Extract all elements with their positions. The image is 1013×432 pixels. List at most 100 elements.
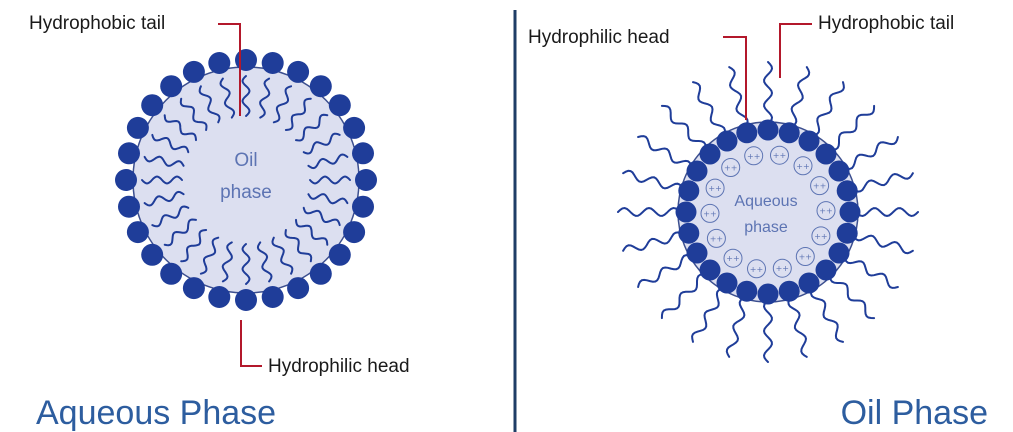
hydrophilic-head (717, 131, 738, 152)
hydrophobic-tail (662, 106, 706, 150)
hydrophobic-tail (764, 300, 772, 362)
ion-symbol: ++ (747, 152, 760, 161)
hydrophilic-head (687, 161, 708, 182)
hydrophobic-tail-label: Hydrophobic tail (818, 13, 954, 34)
hydrophilic-head (352, 142, 374, 164)
hydrophobic-tail (692, 288, 724, 342)
ion-symbol: ++ (814, 232, 827, 241)
hydrophobic-tail (662, 274, 706, 318)
hydrophilic-head (115, 169, 137, 191)
hydrophilic-head (160, 263, 182, 285)
aqueous-phase-title: Aqueous Phase (36, 394, 276, 432)
hydrophilic-head (799, 131, 820, 152)
hydrophobic-tail (764, 62, 772, 124)
reverse-micelle: ++ ++ ++ ++ ++ ++ ++ ++ ++ ++ ++ ++ ++ ++ Aqueous pha… (618, 62, 918, 362)
hydrophobic-tail (788, 297, 806, 357)
oil-core (133, 67, 359, 293)
hydrophilic-head (736, 122, 757, 143)
hydrophilic-head (235, 49, 257, 71)
head-leader-line (723, 37, 746, 120)
hydrophilic-head (183, 277, 205, 299)
hydrophobic-tail (623, 171, 683, 189)
hydrophilic-head (183, 61, 205, 83)
hydrophilic-head (816, 144, 837, 165)
hydrophobic-tail (853, 235, 913, 253)
hydrophobic-tail (853, 173, 913, 191)
hydrophobic-tail-label: Hydrophobic tail (29, 13, 165, 34)
hydrophilic-head-label: Hydrophilic head (528, 27, 670, 48)
hydrophilic-head (287, 277, 309, 299)
hydrophilic-head (352, 196, 374, 218)
hydrophilic-head (736, 281, 757, 302)
hydrophilic-head (160, 75, 182, 97)
hydrophilic-head (717, 273, 738, 294)
hydrophobic-tail (638, 136, 692, 168)
hydrophilic-head (816, 260, 837, 281)
hydrophilic-head (141, 94, 163, 116)
ion-symbol: ++ (776, 264, 789, 273)
hydrophobic-tail (618, 208, 680, 216)
hydrophilic-head (829, 161, 850, 182)
hydrophilic-head (678, 223, 699, 244)
hydrophilic-head (343, 221, 365, 243)
ion-symbol: ++ (796, 162, 809, 171)
hydrophilic-head (329, 94, 351, 116)
ion-symbol: ++ (710, 234, 723, 243)
core-label-line1: Aqueous (734, 193, 797, 210)
ion-symbol: ++ (750, 265, 763, 274)
hydrophilic-head (287, 61, 309, 83)
hydrophilic-head-label: Hydrophilic head (268, 356, 410, 377)
ion-symbol: ++ (726, 254, 739, 263)
hydrophobic-tail (623, 232, 683, 250)
hydrophilic-head (700, 144, 721, 165)
hydrophilic-head (262, 52, 284, 74)
ion-symbol: ++ (799, 253, 812, 262)
hydrophobic-tail (812, 82, 844, 136)
hydrophobic-tail (727, 297, 745, 357)
hydrophilic-head (355, 169, 377, 191)
hydrophobic-tail (811, 288, 843, 342)
hydrophilic-head (700, 260, 721, 281)
ion-symbol: ++ (773, 151, 786, 160)
hydrophilic-head (779, 122, 800, 143)
core-label-line2: phase (744, 219, 788, 236)
hydrophilic-head (799, 273, 820, 294)
ion-symbol: ++ (819, 207, 832, 216)
hydrophilic-head (840, 202, 861, 223)
tail-leader-line (780, 24, 812, 78)
hydrophilic-head (758, 120, 779, 141)
hydrophilic-head (676, 202, 697, 223)
hydrophilic-head (837, 223, 858, 244)
hydrophilic-head (310, 75, 332, 97)
hydrophobic-tail (830, 106, 874, 150)
hydrophilic-head (687, 243, 708, 264)
hydrophobic-tail (844, 256, 898, 288)
hydrophilic-head (127, 221, 149, 243)
hydrophobic-tail (729, 67, 747, 127)
hydrophobic-tail (693, 82, 725, 136)
hydrophobic-tail (791, 67, 809, 127)
hydrophilic-head (829, 243, 850, 264)
hydrophilic-head (678, 180, 699, 201)
hydrophobic-tail (856, 208, 918, 216)
ion-symbol: ++ (724, 164, 737, 173)
hydrophilic-head (837, 180, 858, 201)
hydrophilic-head (118, 196, 140, 218)
ion-symbol: ++ (703, 209, 716, 218)
hydrophilic-head (127, 117, 149, 139)
ion-symbol: ++ (813, 182, 826, 191)
hydrophilic-head (329, 244, 351, 266)
hydrophilic-head (262, 286, 284, 308)
core-label-line2: phase (220, 182, 272, 203)
hydrophilic-head (343, 117, 365, 139)
head-leader-line (241, 320, 262, 366)
hydrophobic-tail (844, 137, 898, 169)
hydrophobic-tail (638, 255, 692, 287)
normal-micelle: Oil phase (115, 49, 377, 311)
ion-symbol: ++ (708, 184, 721, 193)
hydrophilic-head (208, 286, 230, 308)
hydrophilic-head (235, 289, 257, 311)
hydrophilic-head (208, 52, 230, 74)
hydrophilic-head (141, 244, 163, 266)
